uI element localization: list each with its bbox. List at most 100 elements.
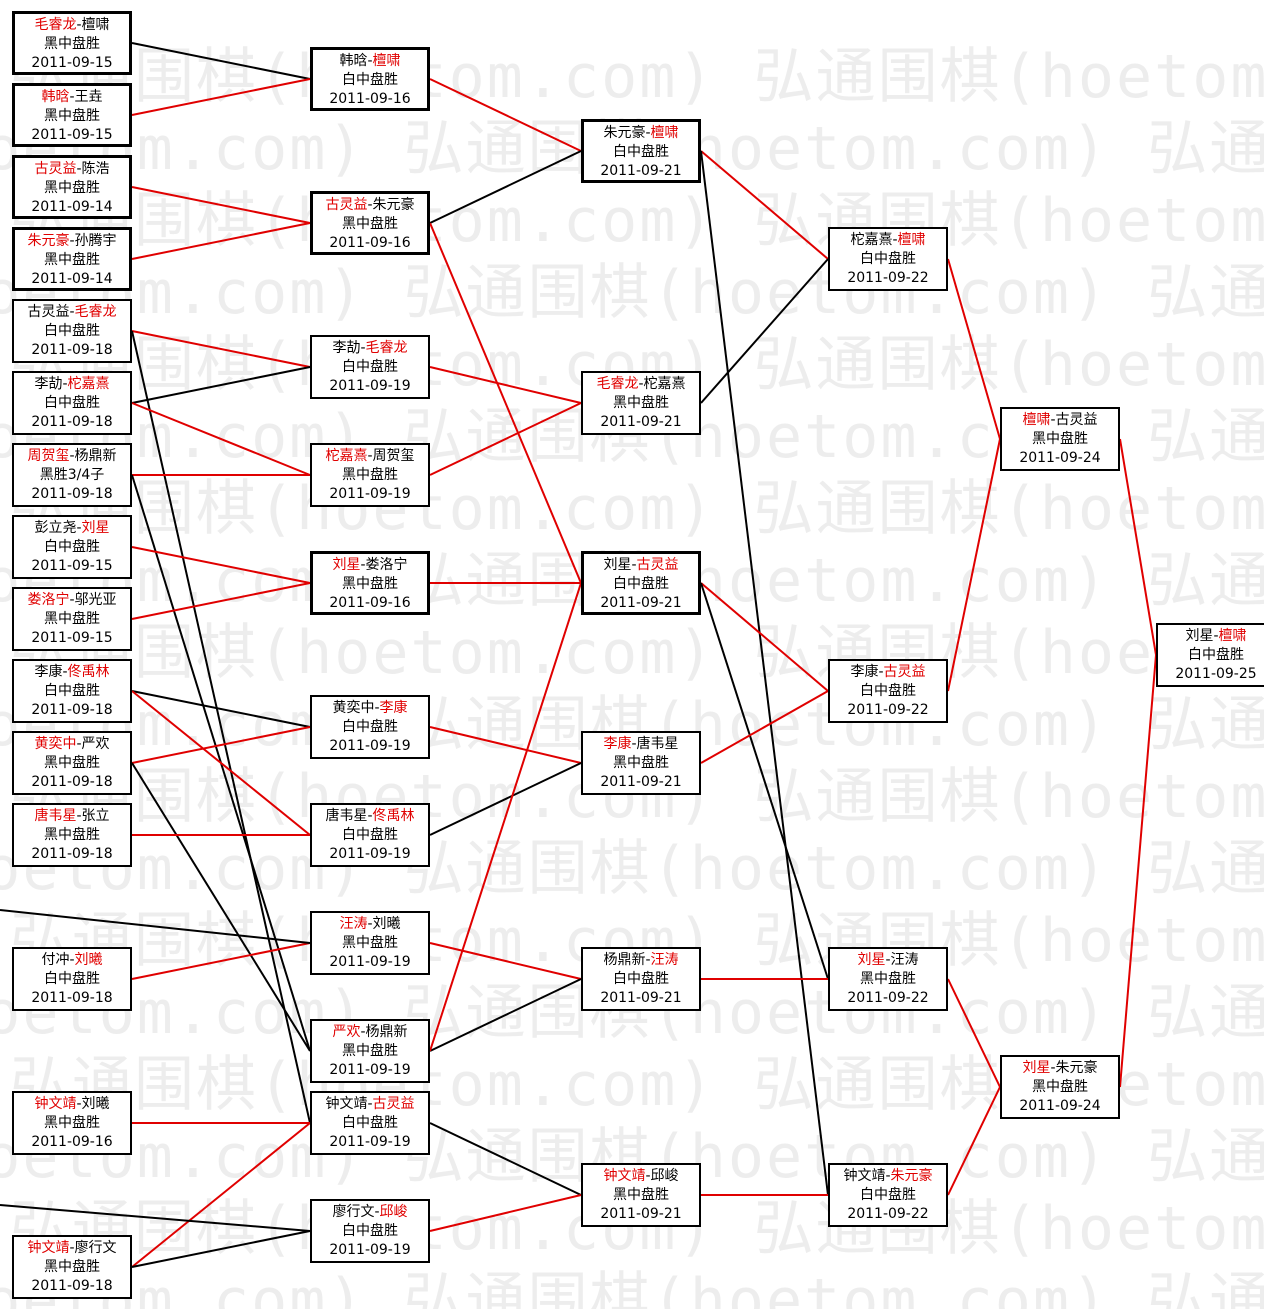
player-white: 周贺玺 <box>372 448 415 464</box>
player-white: 唐韦星 <box>636 736 679 752</box>
player-white: 朱元豪 <box>1055 1060 1098 1076</box>
connector-r1c-r2b <box>131 186 311 224</box>
separator: - <box>360 1024 366 1040</box>
separator: - <box>885 1168 891 1184</box>
player-black: 檀啸 <box>1022 412 1051 428</box>
connector-r1e-r2c <box>131 330 311 368</box>
separator: - <box>76 17 82 33</box>
connector-r2d-r3b <box>429 402 582 476</box>
match-date: 2011-09-18 <box>31 414 113 430</box>
match-date: 2011-09-21 <box>600 1206 682 1222</box>
match-players: 钟文靖-刘曦 <box>14 1095 130 1114</box>
player-black: 李康 <box>34 664 63 680</box>
player-black: 黄奕中 <box>332 700 375 716</box>
connector-r3b-r4a <box>700 258 829 404</box>
player-black: 柁嘉熹 <box>850 232 893 248</box>
player-white: 杨鼎新 <box>365 1024 408 1040</box>
connector-r5b-final <box>1119 654 1157 1088</box>
match-players: 刘星-娄洛宁 <box>313 556 427 575</box>
separator: - <box>631 557 637 573</box>
connector-r1o-r2j <box>131 1122 311 1268</box>
player-white: 古灵益 <box>636 557 679 573</box>
connector-r5a-final <box>1119 438 1157 656</box>
player-white: 檀啸 <box>650 125 679 141</box>
match-date: 2011-09-14 <box>31 271 113 287</box>
match-result: 白中盘胜 <box>44 683 100 699</box>
match-date: 2011-09-22 <box>847 1206 929 1222</box>
match-players: 朱元豪-檀啸 <box>584 124 698 143</box>
match-players: 朱元豪-孙腾宇 <box>15 232 129 251</box>
match-result: 白中盘胜 <box>342 1223 398 1239</box>
match-result: 黑中盘胜 <box>44 252 100 268</box>
match-date: 2011-09-21 <box>600 414 682 430</box>
player-white: 古灵益 <box>372 1096 415 1112</box>
separator: - <box>367 916 373 932</box>
player-white: 廖行文 <box>74 1240 117 1256</box>
match-players: 李康-古灵益 <box>830 663 946 682</box>
match-result: 黑中盘胜 <box>44 827 100 843</box>
match-result: 黑中盘胜 <box>613 1187 669 1203</box>
match-players: 韩晗-王垚 <box>15 88 129 107</box>
match-players: 刘星-汪涛 <box>830 951 946 970</box>
player-black: 刘星 <box>1022 1060 1051 1076</box>
separator: - <box>367 448 373 464</box>
player-black: 严欢 <box>332 1024 361 1040</box>
separator: - <box>1050 412 1056 428</box>
match-players: 古灵益-毛睿龙 <box>14 303 130 322</box>
player-white: 朱元豪 <box>372 197 415 213</box>
match-players: 汪涛-刘曦 <box>312 915 428 934</box>
match-result: 黑中盘胜 <box>342 467 398 483</box>
connector-r1j-r2f <box>131 690 311 728</box>
match-result: 白中盘胜 <box>613 144 669 160</box>
player-white: 邱峻 <box>379 1204 408 1220</box>
connector-r1m-r2h <box>131 942 311 980</box>
separator: - <box>69 233 75 249</box>
match-result: 黑中盘胜 <box>860 971 916 987</box>
player-white: 檀啸 <box>81 17 110 33</box>
match-players: 钟文靖-邱峻 <box>583 1167 699 1186</box>
player-black: 毛睿龙 <box>596 376 639 392</box>
player-black: 钟文靖 <box>325 1096 368 1112</box>
match-players: 柁嘉熹-周贺玺 <box>312 447 428 466</box>
connector-r1o-r2k <box>131 1230 311 1268</box>
match-result: 白中盘胜 <box>342 719 398 735</box>
match-date: 2011-09-21 <box>600 990 682 1006</box>
match-date: 2011-09-16 <box>329 235 411 251</box>
separator: - <box>1050 1060 1056 1076</box>
match-players: 檀啸-古灵益 <box>1002 411 1118 430</box>
match-players: 钟文靖-朱元豪 <box>830 1167 946 1186</box>
match-date: 2011-09-19 <box>329 1242 411 1258</box>
player-white: 汪涛 <box>650 952 679 968</box>
match-result: 白中盘胜 <box>860 683 916 699</box>
match-players: 廖行文-邱峻 <box>312 1203 428 1222</box>
player-black: 唐韦星 <box>325 808 368 824</box>
match-result: 黑中盘胜 <box>342 576 398 592</box>
player-white: 佟禹林 <box>372 808 415 824</box>
connector-r4a-r5a <box>947 258 1001 440</box>
separator: - <box>76 161 82 177</box>
match-date: 2011-09-16 <box>31 1134 113 1150</box>
player-white: 张立 <box>81 808 110 824</box>
player-white: 朱元豪 <box>890 1168 933 1184</box>
player-black: 李康 <box>603 736 632 752</box>
match-date: 2011-09-18 <box>31 1278 113 1294</box>
watermark-text: 弘通围棋(hoetom.com) 弘通围棋(hoetom.com) 弘通围棋(h… <box>10 186 1264 256</box>
match-players: 唐韦星-张立 <box>14 807 130 826</box>
player-white: 刘曦 <box>81 1096 110 1112</box>
match-date: 2011-09-19 <box>329 846 411 862</box>
